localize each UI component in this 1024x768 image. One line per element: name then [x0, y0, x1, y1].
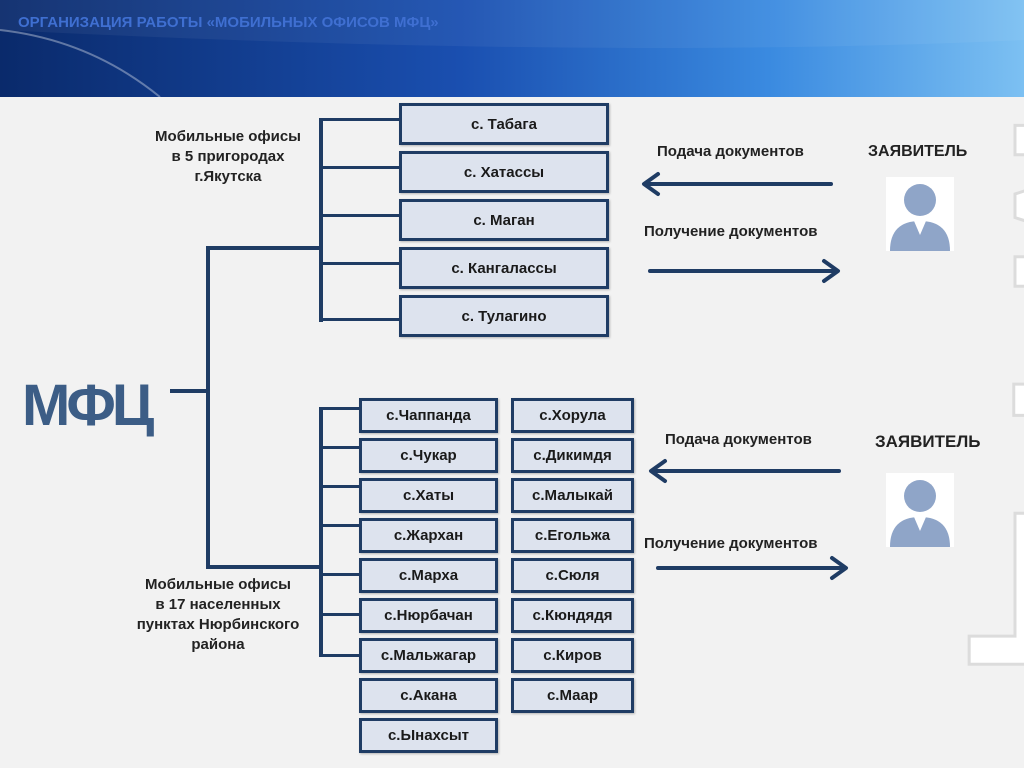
- group2-tick: [319, 654, 361, 657]
- group2-tick: [319, 524, 361, 527]
- mfc-logo: МФЦ: [22, 373, 154, 438]
- arrow-left-icon: [649, 459, 841, 483]
- office-box: с.Кюндядя: [511, 598, 634, 633]
- office-box: с.Чукар: [359, 438, 498, 473]
- office-box: с.Хорула: [511, 398, 634, 433]
- group2-tick: [319, 573, 361, 576]
- group2-tick: [319, 446, 361, 449]
- office-box: с.Егольжа: [511, 518, 634, 553]
- office-box: с. Табага: [399, 103, 609, 145]
- arrow-left-icon: [642, 172, 833, 196]
- group2-tick: [319, 407, 361, 410]
- group1-tick: [319, 166, 401, 169]
- applicant-avatar: [886, 473, 954, 547]
- group1-tick: [319, 262, 401, 265]
- office-box: с.Хаты: [359, 478, 498, 513]
- group2-tick: [319, 613, 361, 616]
- group2-label-line: в 17 населенных: [155, 596, 281, 613]
- header-banner: ОРГАНИЗАЦИЯ РАБОТЫ «МОБИЛЬНЫХ ОФИСОВ МФЦ…: [0, 0, 1024, 97]
- applicant-label: ЗАЯВИТЕЛЬ: [875, 432, 981, 451]
- header-decoration: [0, 0, 1024, 97]
- group2-tick: [319, 485, 361, 488]
- group2-label-line: пунктах Нюрбинского: [136, 616, 300, 633]
- office-box: с.Сюля: [511, 558, 634, 593]
- office-box: с. Кангаласcы: [399, 247, 609, 289]
- watermark-text: МФЦ: [966, 110, 1024, 666]
- arrow-right-icon: [648, 259, 840, 283]
- group2-vertical-line: [319, 407, 323, 657]
- office-box: с.Ынахсыт: [359, 718, 498, 753]
- office-box: с.Чаппанда: [359, 398, 498, 433]
- office-box: с. Хатассы: [399, 151, 609, 193]
- applicant-label: ЗАЯВИТЕЛЬ: [868, 143, 968, 160]
- office-box: с. Тулагино: [399, 295, 609, 337]
- office-box: с.Марха: [359, 558, 498, 593]
- person-icon: [890, 184, 950, 251]
- group1-label-line: г.Якутска: [194, 168, 262, 185]
- group1-vertical-line: [319, 118, 323, 322]
- office-box: с.Мальжагар: [359, 638, 498, 673]
- office-box: с.Нюрбачан: [359, 598, 498, 633]
- office-box: с.Жархан: [359, 518, 498, 553]
- group2-label-line: Мобильные офисы: [145, 576, 291, 593]
- office-box: с.Дикимдя: [511, 438, 634, 473]
- group1-label-line: Мобильные офисы: [155, 128, 301, 145]
- applicant-avatar: [886, 177, 954, 251]
- main-vertical-line: [206, 246, 210, 568]
- office-box: с.Акана: [359, 678, 498, 713]
- group2-label-line: района: [191, 636, 245, 653]
- submit-label: Подача документов: [657, 143, 804, 160]
- office-box: с.Малыкай: [511, 478, 634, 513]
- group1-label: Мобильные офисы в 5 пригородах г.Якутска: [140, 127, 316, 187]
- office-box: с.Маар: [511, 678, 634, 713]
- branch-bottom-line: [206, 565, 322, 569]
- group1-tick: [319, 118, 401, 121]
- group1-label-line: в 5 пригородах: [171, 148, 285, 165]
- arrow-right-icon: [656, 556, 848, 580]
- trunk-line: [170, 389, 209, 393]
- page-title: ОРГАНИЗАЦИЯ РАБОТЫ «МОБИЛЬНЫХ ОФИСОВ МФЦ…: [18, 14, 439, 31]
- group1-tick: [319, 318, 401, 321]
- group2-label: Мобильные офисы в 17 населенных пунктах …: [118, 575, 318, 655]
- office-box: с.Киров: [511, 638, 634, 673]
- watermark-logo: МФЦ: [965, 109, 1024, 668]
- receive-label: Получение документов: [644, 535, 818, 552]
- group1-tick: [319, 214, 401, 217]
- receive-label: Получение документов: [644, 223, 818, 240]
- person-icon: [890, 480, 950, 547]
- office-box: с. Маган: [399, 199, 609, 241]
- submit-label: Подача документов: [665, 431, 812, 448]
- branch-top-line: [206, 246, 322, 250]
